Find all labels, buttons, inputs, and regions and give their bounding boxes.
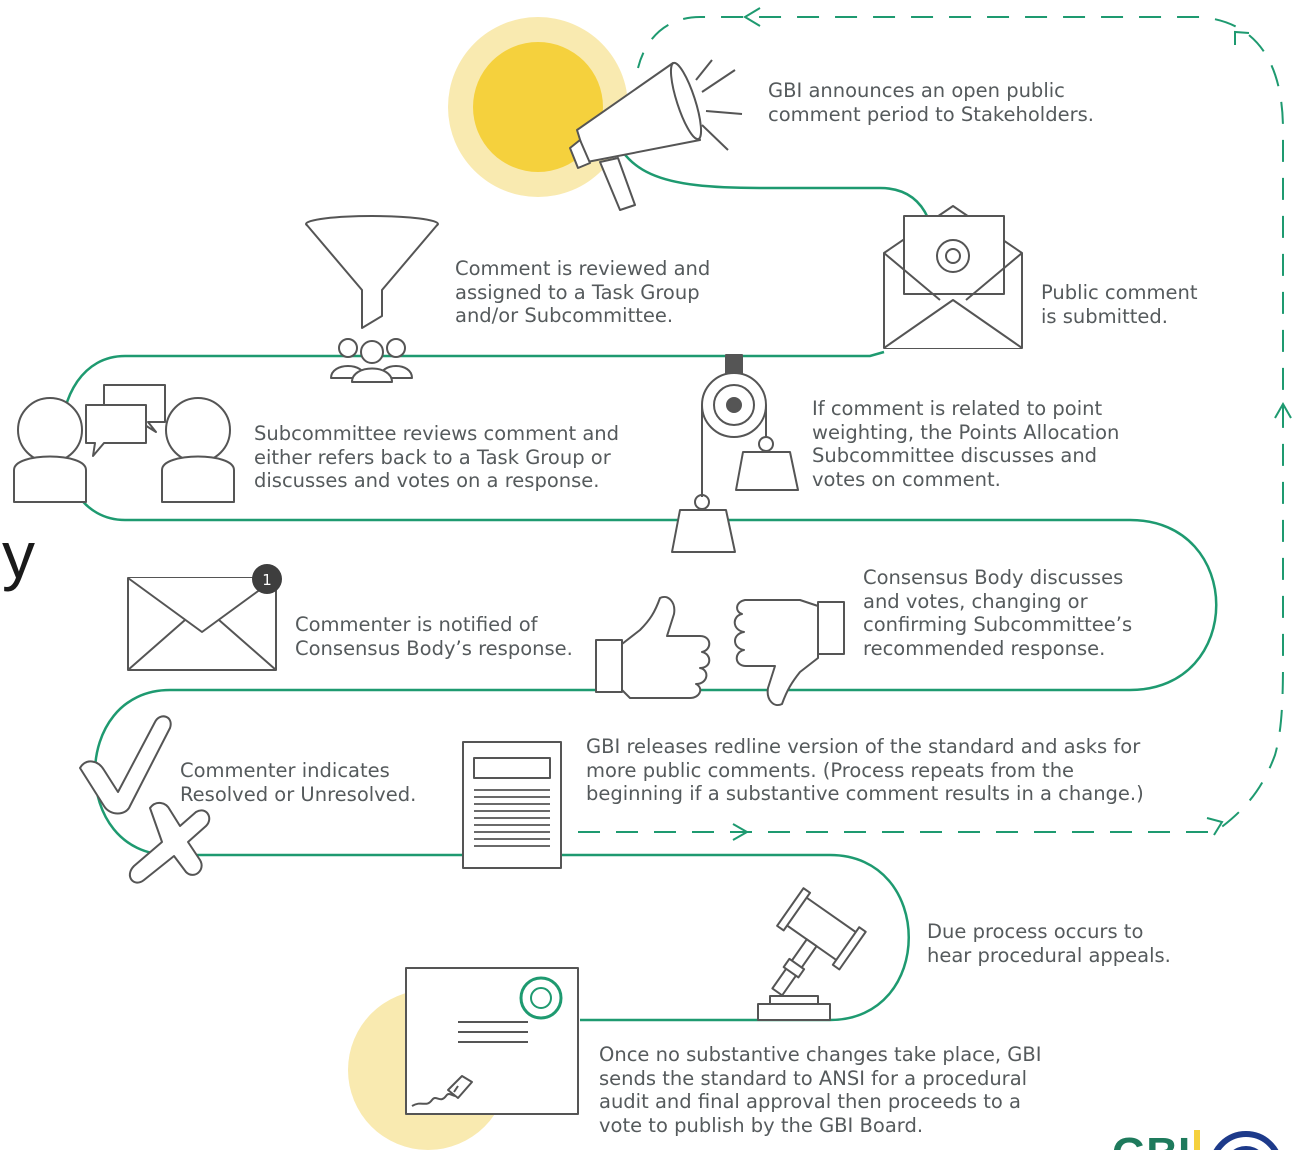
funnel-group-icon <box>305 215 439 383</box>
email-envelope-icon <box>883 205 1023 349</box>
thumbs-up-down-icon <box>595 596 845 706</box>
clipped-heading-fragment: y <box>2 518 35 592</box>
gbi-logo: GBI <box>1112 1129 1281 1155</box>
step-final-text: Once no substantive changes take place, … <box>599 1043 1042 1137</box>
svg-text:GBI: GBI <box>1112 1129 1190 1150</box>
arrow-left-icon <box>743 7 761 27</box>
sun-inner <box>473 42 603 172</box>
arrow-right-icon <box>732 823 750 841</box>
certificate-icon <box>405 967 579 1115</box>
discussion-people-icon <box>13 384 235 503</box>
arrow-diag-right-icon <box>1206 817 1224 836</box>
gavel-icon <box>757 887 867 1021</box>
notification-envelope-icon <box>127 577 277 671</box>
pulley-weights-icon <box>671 354 799 553</box>
check-cross-icon <box>79 715 211 884</box>
notification-badge <box>252 564 282 594</box>
document-icon <box>462 741 562 869</box>
step-redline-text: GBI releases redline version of the stan… <box>586 735 1144 805</box>
arrow-up-icon <box>1274 401 1292 419</box>
notification-count: 1 <box>262 571 272 589</box>
arrow-diag-upleft-icon <box>1234 30 1250 45</box>
megaphone-icon <box>569 59 743 211</box>
return-loop-dashed <box>578 16 1284 833</box>
